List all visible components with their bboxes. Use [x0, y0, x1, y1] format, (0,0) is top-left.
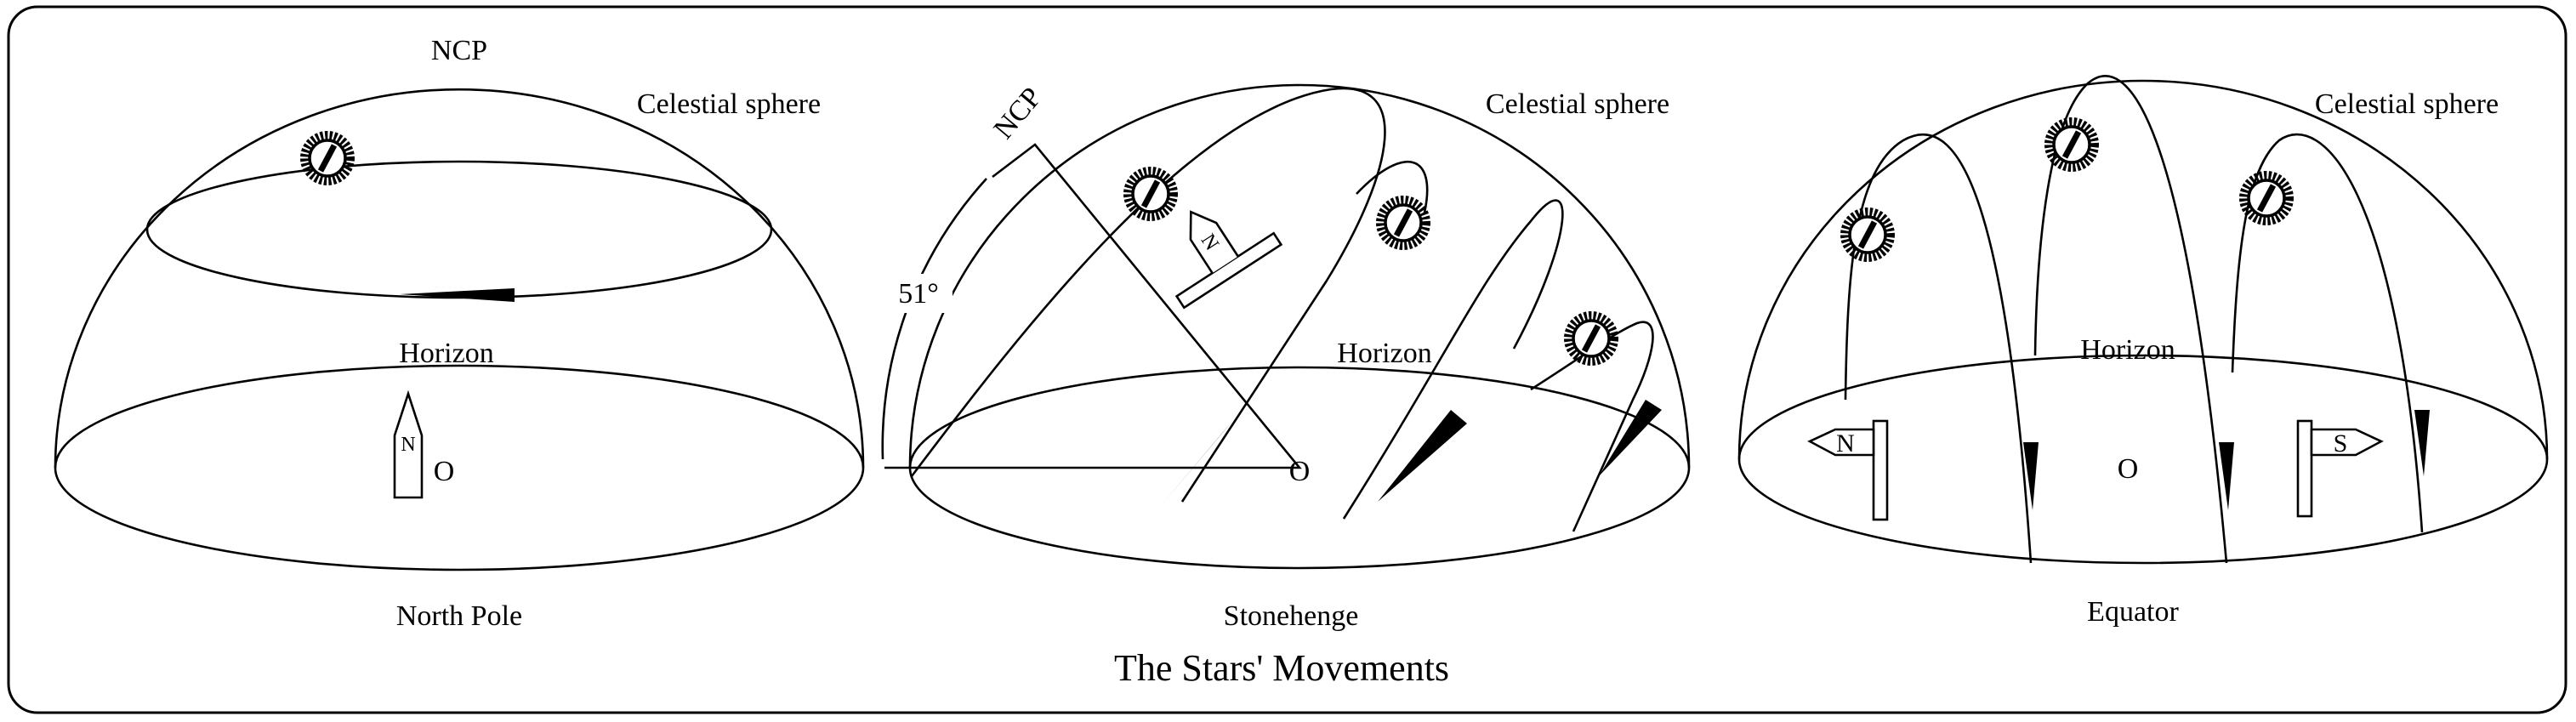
compass-needle-icon: N	[1174, 210, 1283, 310]
horizon-label: Horizon	[2080, 334, 2175, 366]
horizon-label: Horizon	[1337, 338, 1431, 369]
south-sign-label: S	[2334, 429, 2348, 458]
direction-arrow-icon	[2023, 442, 2039, 510]
panel-equator: N S O Celestial sphere Horizon Equator	[1737, 75, 2549, 628]
location-label: North Pole	[396, 600, 522, 632]
panel-north-pole: N O NCP Celestial sphere Horizon North P…	[54, 35, 865, 632]
compass-label: N	[401, 434, 415, 456]
north-sign-label: N	[1836, 429, 1855, 458]
star-arc-2	[2033, 75, 2228, 564]
center-label: O	[434, 456, 455, 487]
direction-arrow-icon	[2414, 410, 2430, 476]
diagram-title: The Stars' Movements	[1114, 647, 1449, 689]
pole-axis	[884, 143, 1302, 469]
horizon-ellipse	[54, 364, 865, 571]
direction-arrow-icon	[1599, 400, 1662, 476]
location-label: Stonehenge	[1224, 600, 1359, 632]
star-icon	[1380, 200, 1426, 246]
direction-arrow-icon	[1378, 410, 1467, 502]
celestial-sphere-dome	[908, 83, 1691, 469]
celestial-sphere-dome	[1737, 79, 2549, 460]
center-label: O	[2118, 453, 2139, 485]
star-icon	[2049, 122, 2095, 168]
star-icon	[1845, 212, 1891, 258]
outer-frame	[7, 5, 2567, 714]
star-icon	[2243, 175, 2289, 221]
ncp-label: NCP	[988, 82, 1049, 145]
star-trail-1	[910, 87, 1386, 503]
star-icon	[1568, 316, 1614, 361]
celestial-sphere-label: Celestial sphere	[637, 88, 821, 120]
latitude-arc	[881, 178, 987, 460]
star-arc-1	[1844, 133, 2033, 564]
star-trail-2-top	[1356, 160, 1429, 213]
star-icon	[304, 135, 350, 181]
celestial-sphere-label: Celestial sphere	[1486, 88, 1669, 120]
star-arc-3	[2231, 133, 2424, 533]
celestial-sphere-label: Celestial sphere	[2315, 88, 2499, 120]
compass-needle-icon	[393, 389, 424, 499]
panel-stonehenge: 51° NCP N O Celestial sphere Horizon Sto…	[881, 82, 1691, 632]
star-trail-2	[1342, 199, 1564, 520]
latitude-label-bg	[884, 274, 952, 313]
celestial-sphere-dome	[54, 88, 865, 469]
ncp-label: NCP	[431, 35, 487, 66]
direction-arrow-icon	[400, 288, 515, 302]
horizon-ellipse	[1737, 354, 2549, 565]
location-label: Equator	[2087, 596, 2179, 628]
star-trail-3	[1530, 321, 1654, 532]
center-label: O	[1289, 456, 1311, 487]
direction-arrow-icon	[1161, 420, 1233, 506]
signpost-icon: S	[2296, 419, 2384, 518]
signpost-icon: N	[1807, 419, 1889, 521]
latitude-label: 51°	[898, 278, 939, 310]
horizon-label: Horizon	[399, 338, 493, 369]
direction-arrow-icon	[2219, 442, 2234, 510]
star-circle-path	[145, 160, 773, 299]
